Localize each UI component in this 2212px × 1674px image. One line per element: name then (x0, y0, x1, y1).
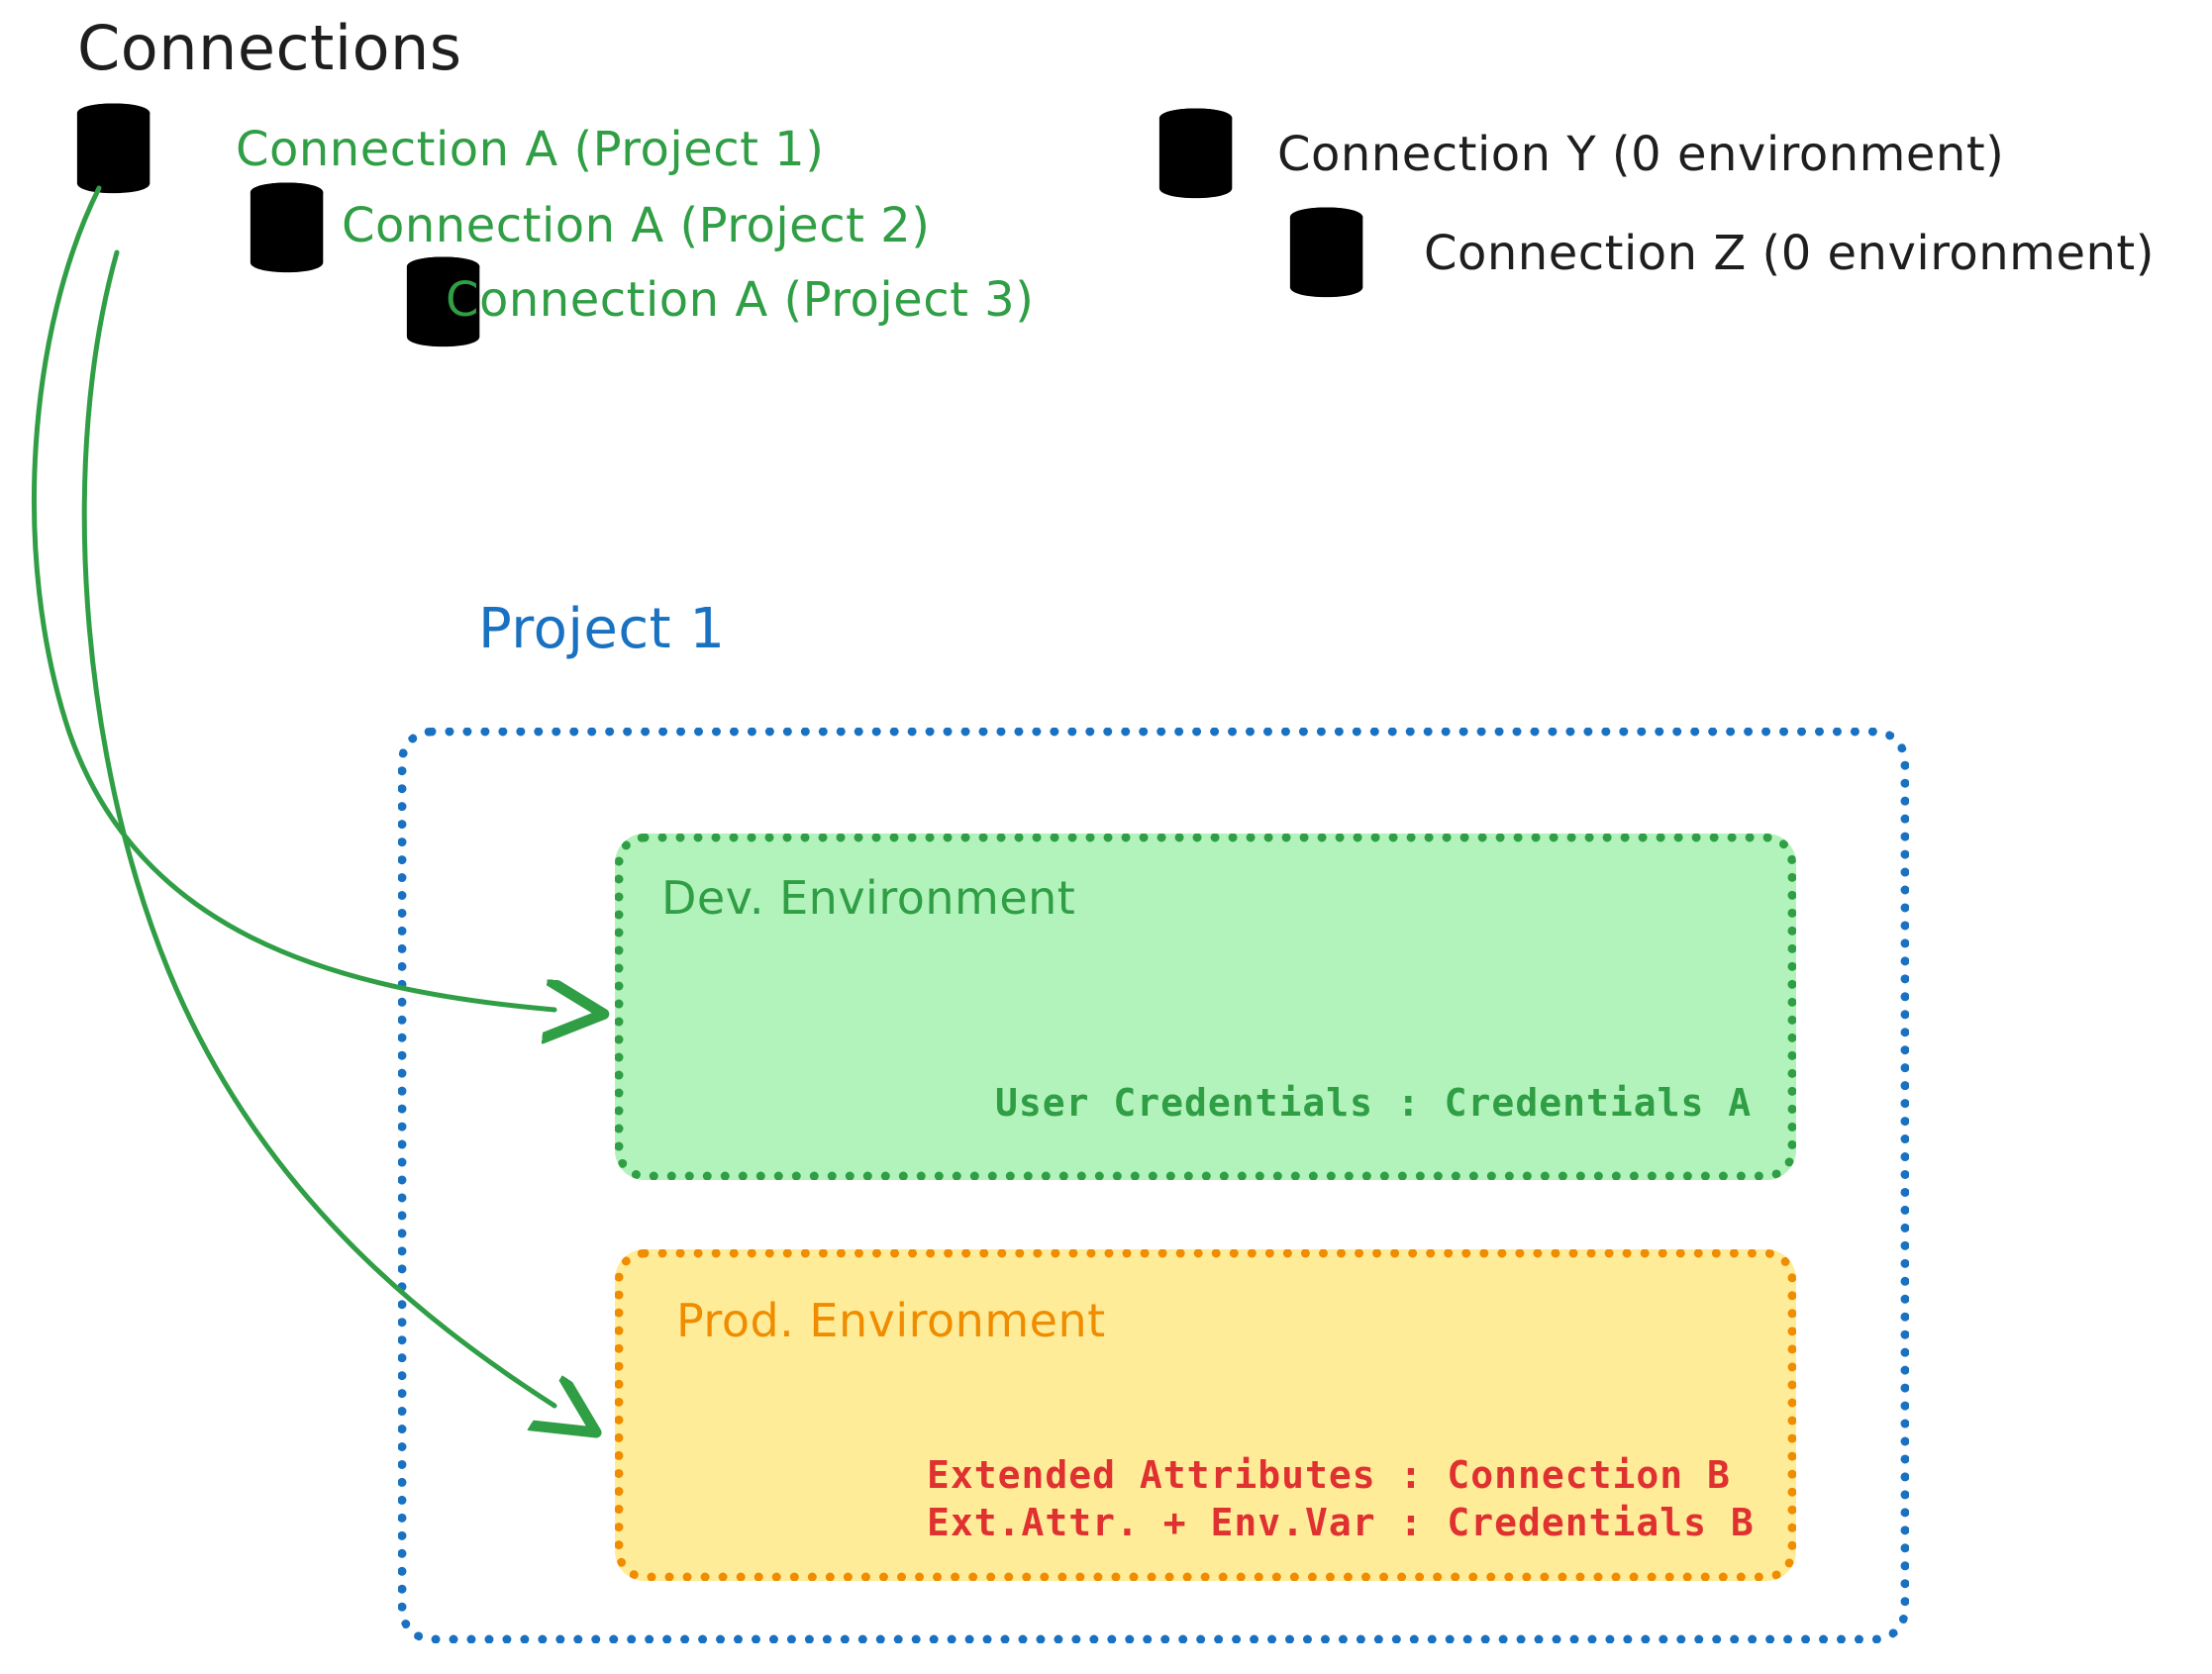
dev-environment-box (615, 834, 1796, 1180)
connection-label-y: Connection Y (0 environment) (1277, 127, 2005, 182)
page-title: Connections (77, 12, 462, 84)
project-title: Project 1 (478, 597, 726, 661)
connection-label-z: Connection Z (0 environment) (1424, 226, 2155, 281)
prod-environment-box (615, 1249, 1796, 1581)
dev-environment-credentials-row: User Credentials : Credentials A (995, 1081, 1753, 1125)
connection-label-a1: Connection A (Project 1) (236, 122, 825, 177)
prod-environment-title: Prod. Environment (676, 1294, 1106, 1347)
database-icon-connection-a2 (250, 182, 324, 273)
database-icon-connection-y (1158, 108, 1233, 199)
connection-label-a2: Connection A (Project 2) (342, 198, 931, 253)
database-icon-connection-a1 (76, 103, 151, 194)
prod-environment-env-var-row: Ext.Attr. + Env.Var : Credentials B (927, 1501, 1755, 1544)
prod-environment-extended-attributes-row: Extended Attributes : Connection B (927, 1453, 1731, 1497)
dev-environment-title: Dev. Environment (661, 871, 1076, 925)
database-icon-connection-z (1289, 207, 1363, 298)
connection-label-a3: Connection A (Project 3) (446, 272, 1035, 328)
